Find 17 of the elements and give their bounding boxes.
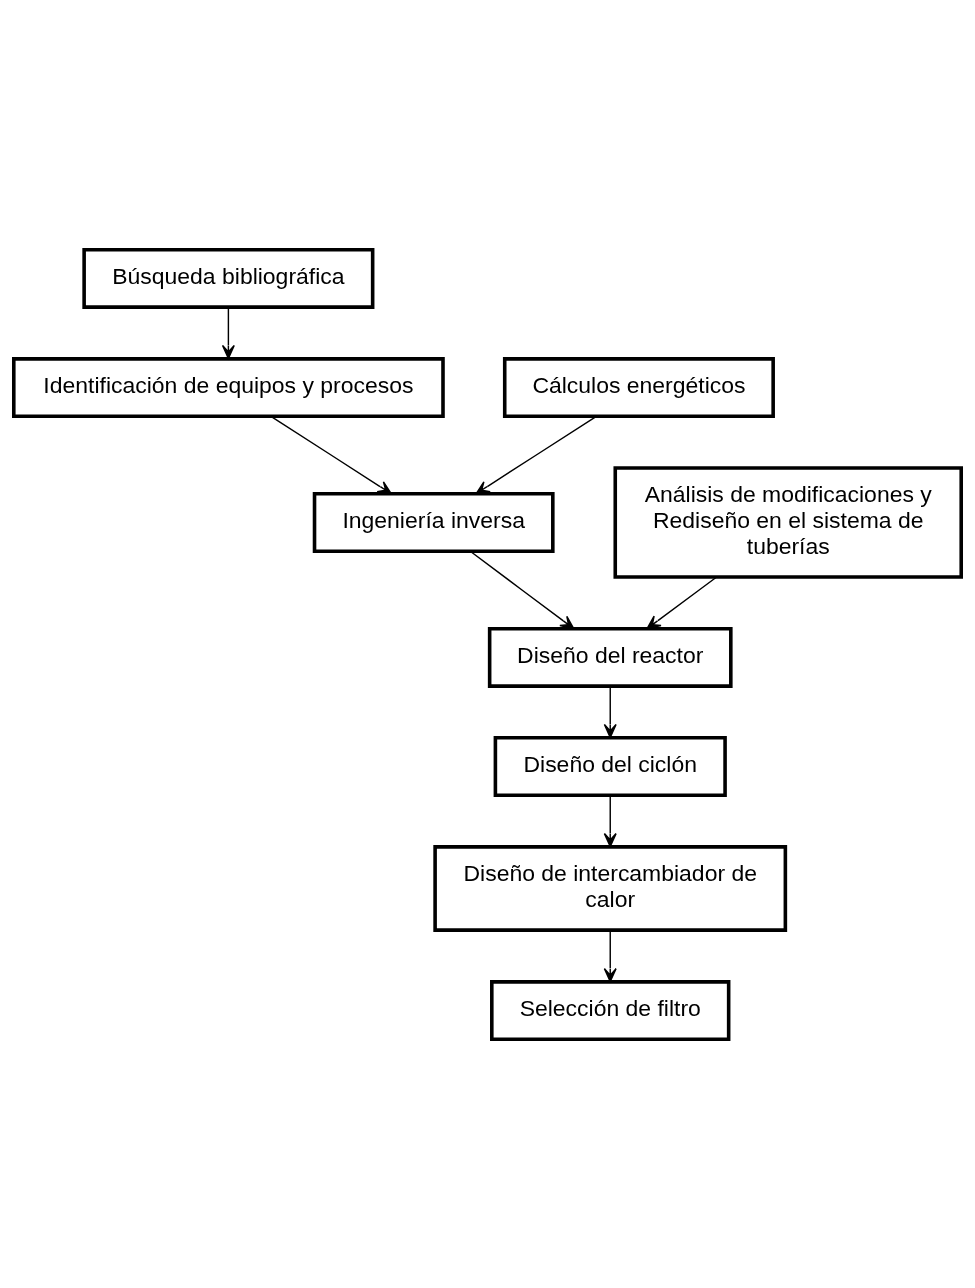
node-box: Diseño del ciclón <box>493 735 727 797</box>
node-box: Análisis de modificaciones y Rediseño en el sistema de tuberías <box>613 465 963 579</box>
node-box: Cálculos energéticos <box>502 356 775 418</box>
arrow <box>603 794 617 847</box>
arrow <box>475 415 598 494</box>
node-box: Ingeniería inversa <box>312 491 555 553</box>
node-box: Diseño de intercambiador de calor <box>433 844 788 932</box>
node-box: Selección de filtro <box>490 979 731 1041</box>
node-box: Diseño del reactor <box>487 626 733 688</box>
arrow <box>221 306 235 359</box>
arrow <box>603 685 617 738</box>
arrow <box>646 576 718 629</box>
node-box: Búsqueda bibliográfica <box>82 247 375 309</box>
arrow <box>469 550 575 629</box>
arrow <box>270 415 392 494</box>
arrow <box>603 929 617 982</box>
node-box: Identificación de equipos y procesos <box>12 356 445 418</box>
